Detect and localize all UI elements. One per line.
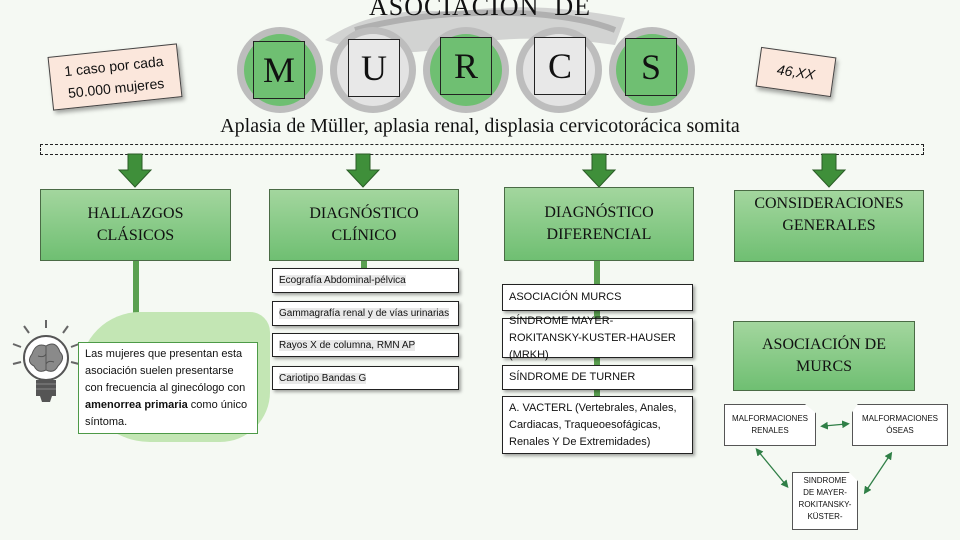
- connector-line: [361, 261, 367, 271]
- brain-lightbulb-icon: [12, 320, 80, 402]
- letter-c: C: [534, 37, 586, 95]
- double-arrow-icon: [755, 447, 789, 489]
- differential-item: A. VACTERL (Vertebrales, Anales, Cardiac…: [502, 396, 693, 454]
- hallazgos-description: Las mujeres que presentan esta asociació…: [78, 342, 258, 434]
- letter-s: S: [625, 38, 677, 96]
- letter-circle-s: S: [609, 27, 695, 113]
- arrow-down-icon: [117, 153, 153, 188]
- letter-circle-r: R: [423, 27, 509, 113]
- clinical-item: Ecografía Abdominal-pélvica: [272, 268, 459, 293]
- arrow-down-icon: [345, 153, 381, 188]
- header-line: DIAGNÓSTICO: [544, 204, 654, 221]
- dashed-divider: [40, 144, 924, 155]
- clinical-item: Rayos X de columna, RMN AP: [272, 333, 459, 357]
- subtitle: Aplasia de Müller, aplasia renal, displa…: [220, 115, 740, 137]
- connector-line: [133, 261, 139, 351]
- header-hallazgos-clasicos: HALLAZGOS CLÁSICOS: [40, 189, 231, 261]
- header-line: GENERALES: [782, 217, 876, 234]
- asociacion-murcs-box: ASOCIACIÓN DE MURCS: [733, 321, 915, 391]
- page-title: ASOCIACIÓN DE: [369, 0, 591, 21]
- letter-circle-u: U: [330, 27, 416, 113]
- letter-m: M: [253, 41, 305, 99]
- differential-item: SÍNDROME DE TURNER: [502, 365, 693, 390]
- header-line: HALLAZGOS: [87, 205, 184, 222]
- karyotype-note: 46,XX: [755, 46, 837, 98]
- down-arrows: [117, 153, 847, 188]
- clinical-item: Cariotipo Bandas G: [272, 366, 459, 390]
- clinical-item-label: Gammagrafía renal y de vías urinarias: [279, 308, 450, 319]
- clinical-item-label: Rayos X de columna, RMN AP: [279, 339, 416, 351]
- header-line: DIAGNÓSTICO: [309, 205, 419, 222]
- differential-item: SÍNDROME MAYER-ROKITANSKY-KUSTER-HAUSER …: [502, 315, 693, 361]
- prevalence-note: 1 caso por cada 50.000 mujeres: [47, 43, 183, 111]
- box-line: ASOCIACIÓN DE: [762, 336, 886, 353]
- differential-item: ASOCIACIÓN MURCS: [502, 284, 693, 311]
- header-diagnostico-diferencial: DIAGNÓSTICO DIFERENCIAL: [504, 187, 694, 261]
- description-bold-primaria: primaria: [144, 399, 188, 411]
- double-arrows: [755, 420, 893, 495]
- double-arrow-icon: [820, 420, 850, 430]
- header-line: DIFERENCIAL: [546, 226, 652, 243]
- header-line: CLÍNICO: [331, 227, 397, 244]
- arrow-down-icon: [581, 153, 617, 188]
- malformaciones-renales-note: MALFORMACIONES RENALES: [724, 404, 816, 446]
- malformaciones-oseas-note: MALFORMACIONES ÓSEAS: [852, 404, 948, 446]
- box-line: MURCS: [795, 358, 853, 375]
- header-line: CLÁSICOS: [96, 227, 175, 244]
- description-text: Las mujeres que presentan esta asociació…: [85, 348, 246, 394]
- header-consideraciones-generales: CONSIDERACIONES GENERALES: [734, 190, 924, 262]
- header-diagnostico-clinico: DIAGNÓSTICO CLÍNICO: [269, 189, 459, 261]
- letter-r: R: [440, 37, 492, 95]
- letter-circle-m: M: [237, 27, 323, 113]
- description-text: como único síntoma.: [85, 399, 248, 428]
- clinical-item-label: Ecografía Abdominal-pélvica: [279, 275, 406, 286]
- clinical-item-label: Cariotipo Bandas G: [279, 372, 367, 384]
- clinical-item: Gammagrafía renal y de vías urinarias: [272, 301, 459, 326]
- sindrome-mrkh-note: SINDROME DE MAYER-ROKITANSKY-KÜSTER-: [792, 472, 858, 530]
- double-arrow-icon: [863, 451, 893, 495]
- letter-u: U: [348, 39, 400, 97]
- description-bold-amenorrea: amenorrea: [85, 399, 142, 411]
- header-line: CONSIDERACIONES: [754, 195, 904, 212]
- arrow-down-icon: [811, 153, 847, 188]
- letter-circle-c: C: [516, 27, 602, 113]
